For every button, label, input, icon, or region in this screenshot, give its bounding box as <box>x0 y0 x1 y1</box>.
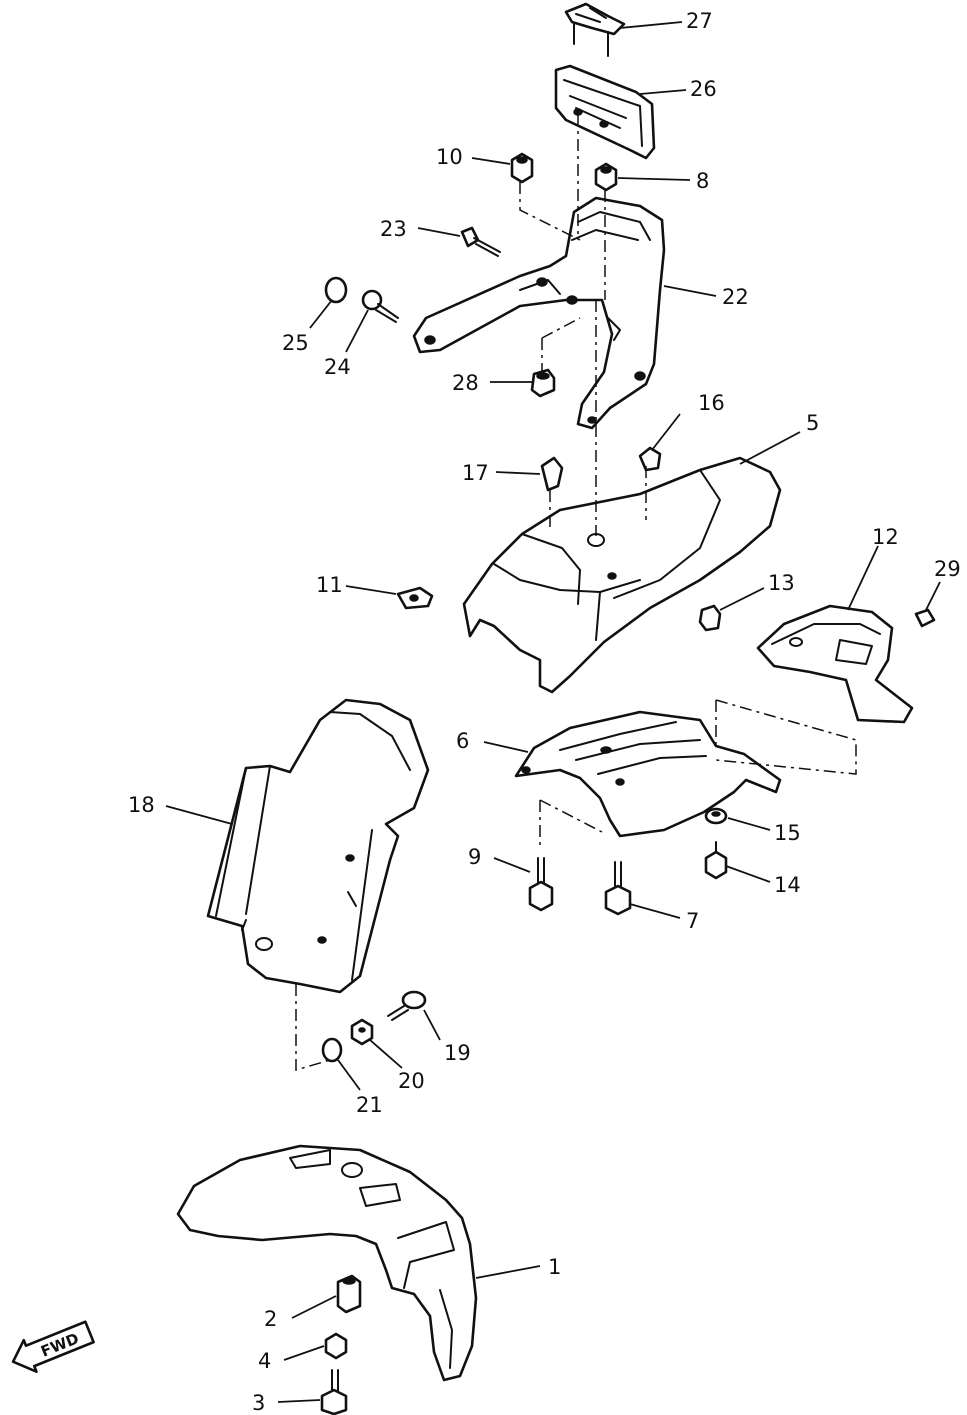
part-4-nut <box>324 1332 348 1360</box>
part-27-top-bracket <box>564 2 626 57</box>
part-13-grommet <box>698 604 722 632</box>
callout-6: 6 <box>456 729 469 753</box>
part-6-inner-fender <box>514 710 782 838</box>
part-23-bolt <box>460 226 501 257</box>
callout-26: 26 <box>690 77 717 101</box>
callout-14: 14 <box>774 873 801 897</box>
callout-8: 8 <box>696 169 709 193</box>
part-15-nut <box>704 807 728 825</box>
callout-17: 17 <box>462 461 489 485</box>
part-1-front-fender <box>176 1144 478 1382</box>
part-7-bolt <box>604 861 632 916</box>
part-20-nut <box>350 1018 374 1046</box>
callout-12: 12 <box>872 525 899 549</box>
callout-5: 5 <box>806 411 819 435</box>
part-3-bolt <box>320 1369 348 1415</box>
part-11-clip <box>396 586 434 610</box>
callout-24: 24 <box>324 355 351 379</box>
part-29-block <box>914 608 936 628</box>
part-25-grommet <box>324 276 348 304</box>
callout-23: 23 <box>380 217 407 241</box>
callout-1: 1 <box>548 1255 561 1279</box>
part-14-bolt <box>704 841 728 880</box>
part-8-nut <box>594 162 618 192</box>
leader-lines <box>165 21 941 1403</box>
part-12-side-cover <box>756 604 914 724</box>
callout-21: 21 <box>356 1093 383 1117</box>
callout-9: 9 <box>468 845 481 869</box>
part-28-grommet <box>530 368 556 398</box>
part-24-screw <box>361 289 399 323</box>
callout-11: 11 <box>316 573 343 597</box>
part-2-collar <box>336 1274 362 1314</box>
callout-27: 27 <box>686 9 713 33</box>
callout-20: 20 <box>398 1069 425 1093</box>
callout-22: 22 <box>722 285 749 309</box>
part-16-clip <box>638 446 662 472</box>
callout-4: 4 <box>258 1349 271 1373</box>
part-17-clip <box>540 456 564 492</box>
part-5-rear-fender <box>462 456 782 694</box>
part-26-housing <box>554 64 656 160</box>
callout-25: 25 <box>282 331 309 355</box>
part-21-washer <box>321 1037 343 1063</box>
callout-3: 3 <box>252 1391 265 1415</box>
alignment-lines <box>295 114 857 1072</box>
callout-13: 13 <box>768 571 795 595</box>
callout-28: 28 <box>452 371 479 395</box>
callout-19: 19 <box>444 1041 471 1065</box>
part-22-rear-frame <box>412 196 666 430</box>
part-9-bolt <box>528 857 554 912</box>
callout-15: 15 <box>774 821 801 845</box>
part-19-screw <box>387 990 427 1021</box>
callout-29: 29 <box>934 557 961 581</box>
part-10-nut <box>510 152 534 184</box>
callout-18: 18 <box>128 793 155 817</box>
fwd-direction-badge: FWD <box>11 1320 95 1373</box>
part-18-inner-panel <box>206 698 430 994</box>
callout-7: 7 <box>686 909 699 933</box>
callout-16: 16 <box>698 391 725 415</box>
callout-10: 10 <box>436 145 463 169</box>
callout-numbers: 27 26 10 8 23 22 25 24 28 16 5 17 12 29 … <box>128 9 961 1415</box>
callout-2: 2 <box>264 1307 277 1331</box>
